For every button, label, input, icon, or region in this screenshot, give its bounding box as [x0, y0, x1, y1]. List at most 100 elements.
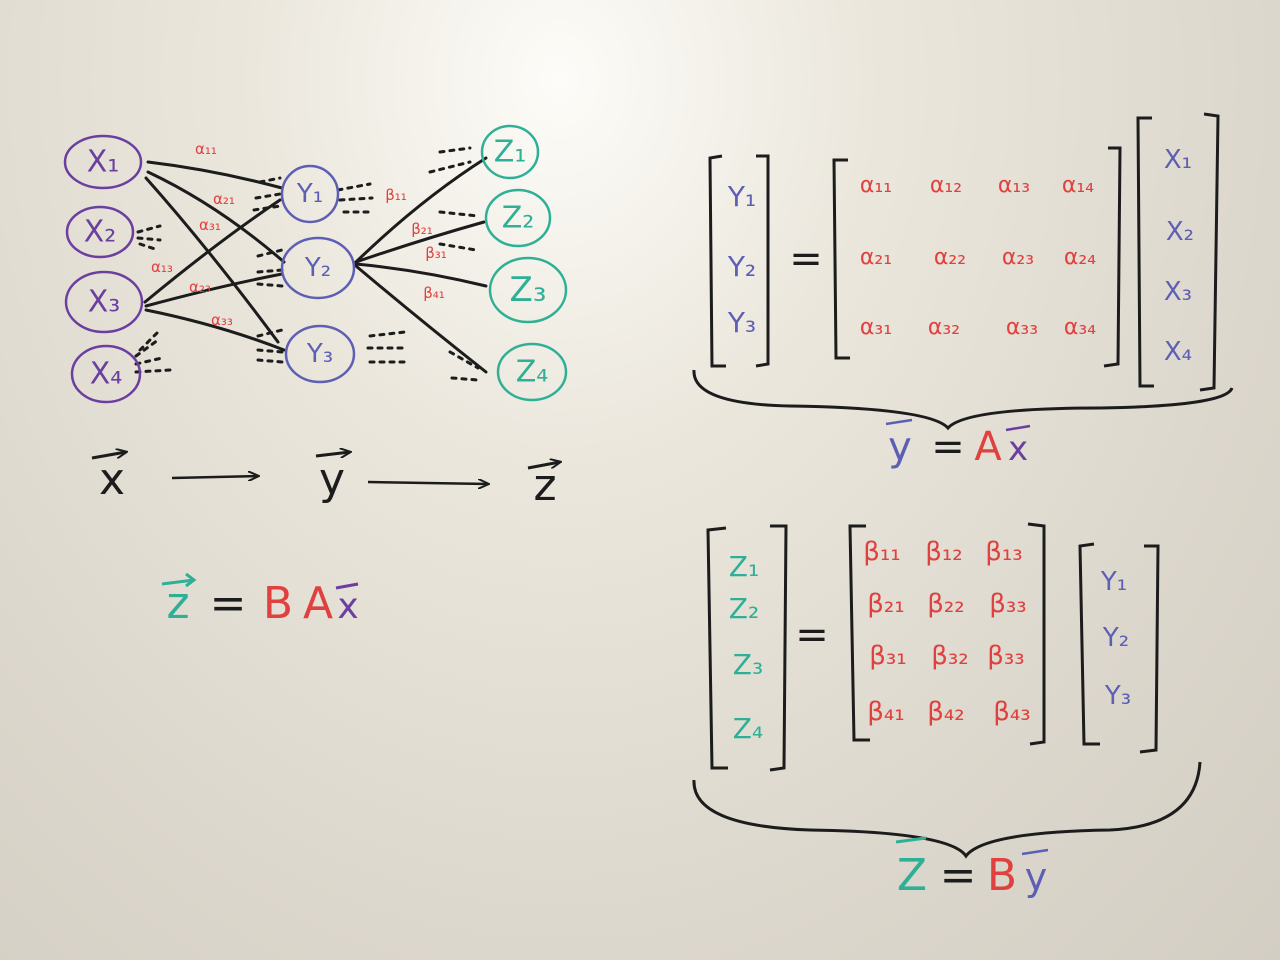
- x-node-group: [63, 134, 144, 404]
- b-cell-0-2: β₁₃: [985, 537, 1022, 567]
- edge-label-alpha-13: α₁₃: [151, 258, 173, 276]
- label-x3: X₃: [88, 285, 121, 320]
- b-cell-0-0: β₁₁: [863, 537, 900, 567]
- matrix-a-equation: = Y₁ Y₂ Y₃ α₁₁ α₁₂ α₁₃ α₁₄ α₂₁ α₂₂ α₂₃ α…: [692, 112, 1234, 470]
- brace-a: [692, 369, 1234, 431]
- vector-bar-caption-a-x: [1005, 424, 1031, 432]
- label-z4: Z₄: [516, 355, 549, 390]
- edge-label-beta-41: β₄₁: [423, 284, 445, 302]
- b-z-vec-2: Z₃: [733, 648, 763, 681]
- b-z-vec-3: Z₄: [733, 712, 763, 745]
- eq-equals: =: [210, 578, 247, 629]
- matrix-a-equals: =: [789, 236, 823, 282]
- a-cell-0-2: α₁₃: [998, 173, 1030, 198]
- b-y-vec-2: Y₃: [1104, 681, 1131, 711]
- eq-x: x: [337, 586, 358, 627]
- edge-label-beta-31: β₃₁: [425, 244, 447, 262]
- bracket-x-left: [1136, 116, 1154, 388]
- label-z2: Z₂: [502, 201, 535, 236]
- edge-label-beta-21: β₂₁: [411, 220, 433, 238]
- a-x-vec-1: X₂: [1166, 217, 1194, 247]
- b-y-vec-0: Y₁: [1100, 567, 1127, 597]
- edge-y2-z4: [354, 264, 488, 374]
- edge-label-alpha-23: α₂₃: [189, 278, 211, 296]
- caption-b-z: Z: [897, 850, 927, 901]
- edge-label-alpha-33: α₃₃: [211, 311, 233, 329]
- vector-bar-caption-a-y: [885, 418, 913, 426]
- bracket-a-left: [832, 158, 850, 360]
- node-y1: [280, 164, 340, 224]
- flow-x: x: [99, 454, 125, 505]
- a-cell-1-3: α₂₄: [1064, 245, 1096, 270]
- a-cell-1-0: α₂₁: [860, 245, 892, 270]
- edge-y2-z2: [354, 220, 486, 264]
- label-z3: Z₃: [510, 270, 547, 310]
- edge-x3-y1: [143, 198, 282, 304]
- caption-b-y: y: [1025, 855, 1048, 899]
- node-z1: [480, 124, 540, 180]
- label-x1: X₁: [87, 145, 120, 180]
- edge-x1-y1: [146, 160, 284, 190]
- bracket-y-right: [755, 154, 770, 368]
- node-z3: [488, 256, 568, 324]
- label-x2: X₂: [84, 215, 117, 250]
- caption-a-a: A: [974, 424, 1002, 470]
- a-cell-2-0: α₃₁: [860, 315, 892, 340]
- label-z1: Z₁: [494, 135, 527, 170]
- a-y-vec-0: Y₁: [727, 180, 756, 213]
- edge-label-alpha-21: α₂₁: [213, 190, 235, 208]
- brace-b: [692, 761, 1202, 859]
- a-x-vec-0: X₁: [1164, 145, 1192, 175]
- label-x4: X₄: [90, 357, 123, 392]
- a-y-vec-1: Y₂: [727, 250, 756, 283]
- b-cell-3-2: β₄₃: [993, 697, 1030, 727]
- caption-b-equals: =: [940, 850, 977, 901]
- matrix-b-equals: =: [795, 612, 829, 658]
- flow-z: z: [533, 460, 556, 511]
- edge-x1-y3: [144, 176, 280, 344]
- caption-a-y: y: [888, 424, 912, 470]
- bracket-b-left: [848, 524, 870, 742]
- edge-y2-z3: [354, 262, 488, 288]
- a-cell-0-3: α₁₄: [1062, 173, 1094, 198]
- bracket-y-left: [708, 154, 726, 368]
- vector-bar-caption-b-y: [1021, 848, 1049, 856]
- y-node-group: [280, 164, 356, 384]
- node-y3: [284, 324, 356, 384]
- a-cell-2-1: α₃₂: [928, 315, 960, 340]
- b-cell-2-0: β₃₁: [869, 641, 906, 671]
- flow-y: y: [319, 454, 345, 505]
- edge-x1-y2: [146, 170, 286, 264]
- a-cell-1-1: α₂₂: [934, 245, 966, 270]
- caption-b-b: B: [987, 850, 1017, 901]
- matrix-b-equation: = Z₁ Z₂ Z₃ Z₄ β₁₁ β₁₂ β₁₃ β₂₁ β₂₂ β₃₃ β₃…: [692, 522, 1202, 901]
- b-cell-3-0: β₄₁: [867, 697, 904, 727]
- b-cell-1-0: β₂₁: [867, 589, 904, 619]
- bracket-z-left: [706, 526, 728, 770]
- b-z-vec-1: Z₂: [729, 592, 759, 625]
- edge-x3-y3: [144, 308, 286, 352]
- edge-x3-y2: [144, 272, 284, 308]
- b-z-vec-0: Z₁: [729, 550, 759, 583]
- node-x3: [64, 270, 144, 334]
- bracket-yb-left: [1078, 542, 1100, 746]
- bracket-z-right: [769, 524, 788, 772]
- vector-bar-eq-z: [161, 578, 195, 586]
- b-y-vec-1: Y₂: [1102, 623, 1129, 653]
- node-x4: [70, 344, 142, 404]
- bracket-x-right: [1199, 112, 1220, 392]
- vector-bar-eq-x: [335, 582, 359, 590]
- b-cell-2-2: β₃₃: [987, 641, 1024, 671]
- node-z4: [496, 342, 568, 402]
- dotted-stubs: [134, 146, 480, 382]
- a-cell-2-2: α₃₃: [1006, 315, 1038, 340]
- caption-a-x: x: [1008, 429, 1028, 469]
- bracket-a-right: [1103, 146, 1122, 368]
- eq-a: A: [303, 578, 333, 629]
- flow-row: x y z: [91, 452, 560, 511]
- b-cell-1-1: β₂₂: [927, 589, 964, 619]
- edge-label-beta-11: β₁₁: [385, 186, 407, 204]
- label-y3: Y₃: [306, 339, 333, 369]
